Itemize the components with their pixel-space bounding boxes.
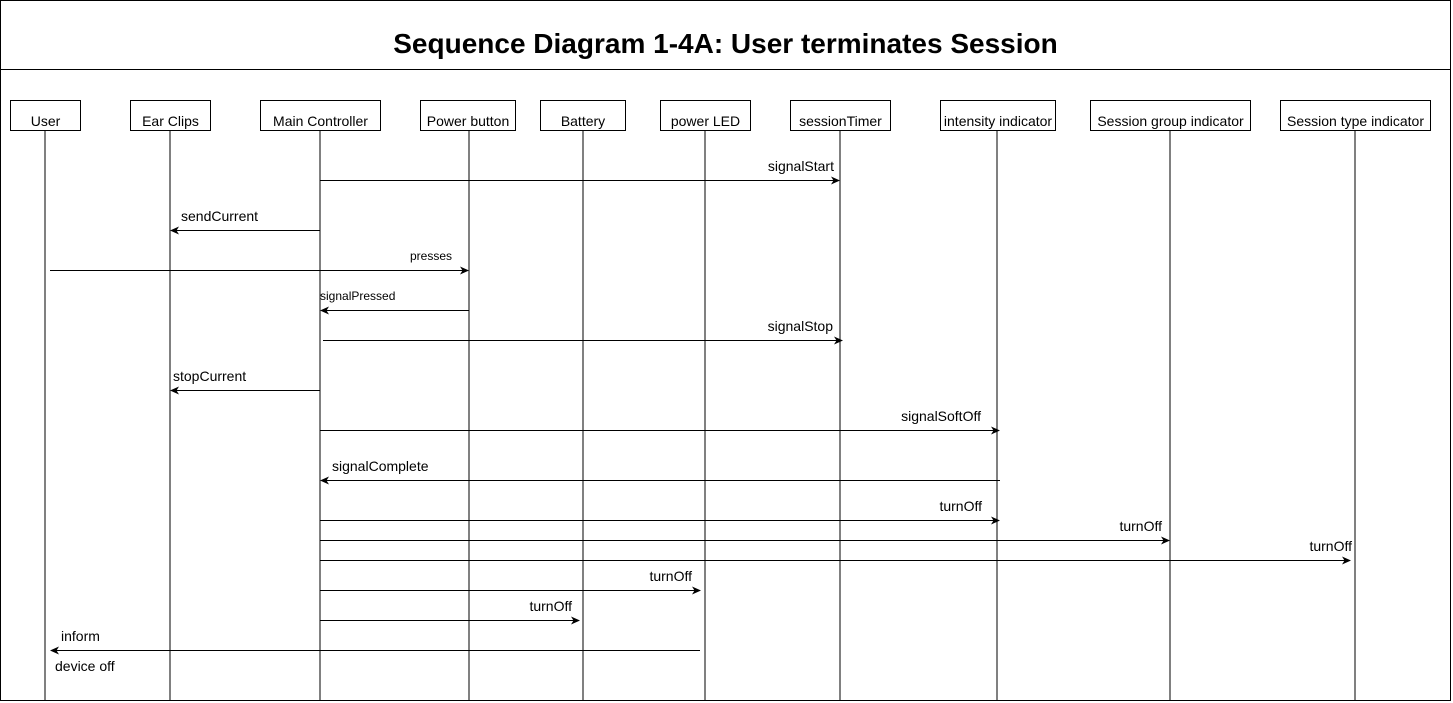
message-label: presses bbox=[410, 249, 452, 263]
arrowhead bbox=[460, 266, 469, 275]
arrowhead bbox=[831, 176, 840, 185]
participant-label-timer: sessionTimer bbox=[799, 113, 882, 129]
participant-intensity: intensity indicator bbox=[940, 100, 1056, 701]
message-9: turnOff bbox=[320, 518, 1170, 545]
participant-label-main: Main Controller bbox=[273, 113, 368, 129]
participant-label-intensity: intensity indicator bbox=[944, 113, 1053, 129]
participant-label-power: Power button bbox=[427, 113, 510, 129]
participant-label-ear: Ear Clips bbox=[142, 113, 199, 129]
arrowhead bbox=[1161, 536, 1170, 545]
message-label: sendCurrent bbox=[181, 208, 258, 224]
message-11: turnOff bbox=[320, 568, 701, 595]
participant-user: User bbox=[10, 100, 81, 701]
participant-box-type bbox=[1280, 100, 1431, 131]
participant-label-led: power LED bbox=[671, 113, 740, 129]
participant-power: Power button bbox=[420, 100, 516, 701]
participant-battery: Battery bbox=[540, 100, 626, 701]
message-2: presses bbox=[50, 249, 469, 275]
arrowhead bbox=[991, 426, 1000, 435]
participant-label-type: Session type indicator bbox=[1287, 113, 1424, 129]
arrowhead bbox=[50, 646, 59, 655]
participant-group: Session group indicator bbox=[1090, 100, 1251, 701]
participant-label-battery: Battery bbox=[561, 113, 605, 129]
note-label: device off bbox=[55, 658, 115, 674]
message-7: signalComplete bbox=[320, 458, 1000, 485]
arrowhead bbox=[991, 516, 1000, 525]
participant-main: Main Controller bbox=[260, 100, 381, 701]
participant-label-group: Session group indicator bbox=[1097, 113, 1244, 129]
message-3: signalPressed bbox=[320, 289, 469, 315]
participant-ear: Ear Clips bbox=[130, 100, 211, 701]
message-0: signalStart bbox=[320, 158, 840, 185]
message-label: signalStop bbox=[768, 318, 834, 334]
message-label: turnOff bbox=[649, 568, 692, 584]
message-label: turnOff bbox=[939, 498, 982, 514]
message-label: turnOff bbox=[529, 598, 572, 614]
message-label: signalStart bbox=[768, 158, 834, 174]
message-8: turnOff bbox=[320, 498, 1000, 525]
arrowhead bbox=[1342, 556, 1351, 565]
participant-box-ear bbox=[130, 100, 211, 131]
participant-label-user: User bbox=[31, 113, 61, 129]
participant-box-user bbox=[10, 100, 81, 131]
arrowhead bbox=[170, 226, 179, 235]
message-label: inform bbox=[61, 628, 100, 644]
arrowhead bbox=[571, 616, 580, 625]
participant-box-timer bbox=[790, 100, 891, 131]
message-6: signalSoftOff bbox=[320, 408, 1000, 435]
participant-box-main bbox=[260, 100, 381, 131]
message-5: stopCurrent bbox=[170, 368, 320, 395]
arrowhead bbox=[692, 586, 701, 595]
arrowhead bbox=[834, 336, 843, 345]
arrowhead bbox=[320, 306, 329, 315]
message-label: stopCurrent bbox=[173, 368, 246, 384]
participant-box-group bbox=[1090, 100, 1251, 131]
arrowhead bbox=[320, 476, 329, 485]
message-13: inform bbox=[50, 628, 700, 655]
participant-led: power LED bbox=[660, 100, 751, 701]
participant-type: Session type indicator bbox=[1280, 100, 1431, 701]
message-label: turnOff bbox=[1309, 538, 1352, 554]
diagram-title: Sequence Diagram 1-4A: User terminates S… bbox=[0, 0, 1451, 70]
message-label: signalPressed bbox=[320, 289, 395, 303]
message-1: sendCurrent bbox=[170, 208, 320, 235]
message-label: signalSoftOff bbox=[901, 408, 981, 424]
message-label: turnOff bbox=[1119, 518, 1162, 534]
participant-box-intensity bbox=[940, 100, 1056, 131]
participant-box-led bbox=[660, 100, 751, 131]
message-label: signalComplete bbox=[332, 458, 429, 474]
message-12: turnOff bbox=[320, 598, 580, 625]
message-4: signalStop bbox=[323, 318, 843, 345]
message-10: turnOff bbox=[320, 538, 1352, 565]
participant-box-power bbox=[420, 100, 516, 131]
participant-timer: sessionTimer bbox=[790, 100, 891, 701]
participant-box-battery bbox=[540, 100, 626, 131]
arrowhead bbox=[170, 386, 179, 395]
